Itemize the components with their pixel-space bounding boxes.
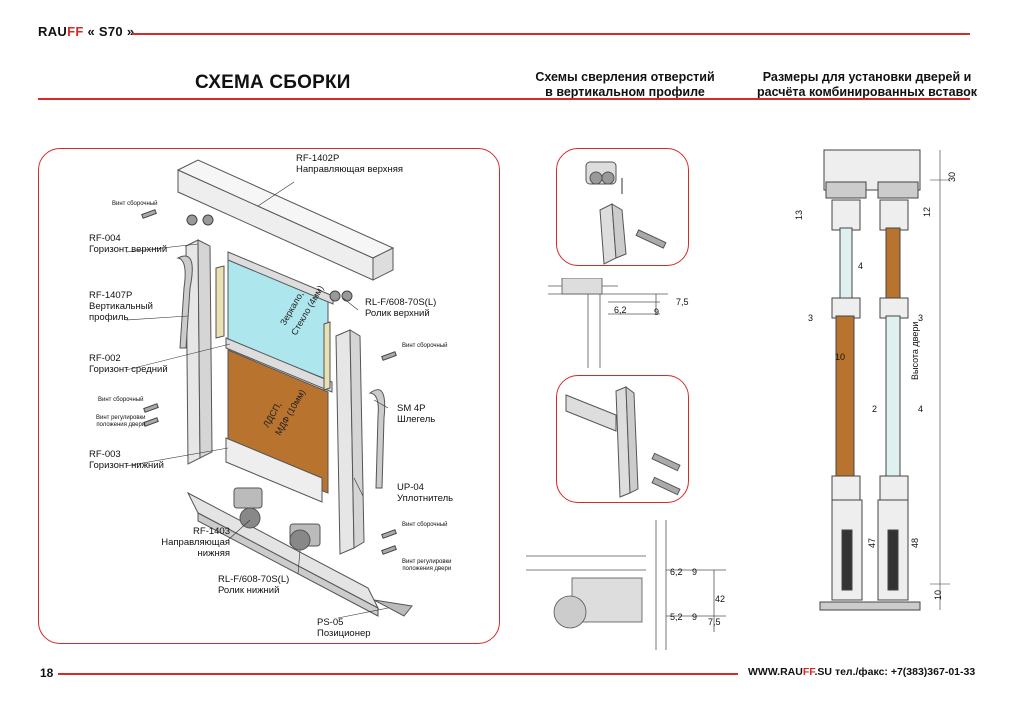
screws <box>141 209 397 555</box>
footer-contacts: WWW.RAUFF.SU тел./факс: +7(383)367-01-33 <box>748 666 976 678</box>
lower-rollers <box>233 487 321 551</box>
drilling-panel-top <box>556 148 689 266</box>
label-roller-upper: RL-F/608-70S(L)Ролик верхний <box>365 297 437 319</box>
brand-logo: RAUFF « S70 » <box>38 24 135 39</box>
dim-13: 13 <box>794 209 805 221</box>
positioner <box>373 599 413 617</box>
label-vint3: Винт сборочный <box>98 397 144 403</box>
schlegel <box>368 389 386 489</box>
leader-lines <box>125 181 389 619</box>
drilling-panel-bottom <box>556 375 689 503</box>
dim-9-b2: 9 <box>692 612 698 622</box>
dim-48: 48 <box>910 537 921 549</box>
page-title: СХЕМА СБОРКИ <box>195 72 351 93</box>
dim-7-5-b: 7,5 <box>708 617 721 627</box>
dim-5-2-b: 5,2 <box>670 612 683 622</box>
dim-10: 10 <box>835 352 846 362</box>
bottom-horizontal <box>225 437 323 503</box>
header-rule <box>132 33 970 35</box>
assembly-panel <box>38 148 500 644</box>
dim-4b: 4 <box>918 404 924 414</box>
dim-12: 12 <box>922 206 933 218</box>
dim-7-5-top: 7,5 <box>676 297 689 307</box>
drilling-drawing-top <box>585 161 667 265</box>
title-rule <box>38 98 970 100</box>
page-number: 18 <box>40 666 54 680</box>
lower-guide-rail <box>186 491 380 617</box>
dim-6-2-top: 6,2 <box>614 305 627 315</box>
dim-30: 30 <box>947 171 958 183</box>
dim-4a: 4 <box>858 261 864 271</box>
dim-3a: 3 <box>808 313 814 323</box>
dim-9-b: 9 <box>692 567 698 577</box>
dim-door-height: Высота двери <box>910 321 920 380</box>
assembly-drawing: Зеркало, Стекло (4мм) ЛДСП, МДФ (10мм) <box>125 159 413 619</box>
upper-rollers <box>186 214 353 302</box>
dim-6-2-b: 6,2 <box>670 567 683 577</box>
dim-9-top: 9 <box>654 307 660 317</box>
label-roller-lower: RL-F/608-70S(L)Ролик нижний <box>218 574 290 596</box>
drilling-drawing-bottom <box>565 385 681 498</box>
right-vertical-profile <box>335 329 365 555</box>
drilling-dim-top <box>548 278 668 368</box>
label-vint2: Винт сборочный <box>402 343 448 349</box>
right-seal <box>323 321 331 391</box>
dim-47: 47 <box>867 537 878 549</box>
drilling-dim-bottom <box>526 520 726 650</box>
dim-10b: 10 <box>933 589 944 601</box>
label-vint4: Винт сборочный <box>402 522 448 528</box>
sizes-drawing <box>819 149 950 611</box>
upper-guide-rail <box>176 159 395 281</box>
footer-rule <box>58 673 738 675</box>
dim-2: 2 <box>872 404 878 414</box>
middle-horizontal <box>225 337 333 393</box>
dim-3b: 3 <box>918 313 924 323</box>
label-vint1: Винт сборочный <box>112 201 158 207</box>
dim-42-b: 42 <box>715 594 726 604</box>
left-seal <box>176 255 193 349</box>
